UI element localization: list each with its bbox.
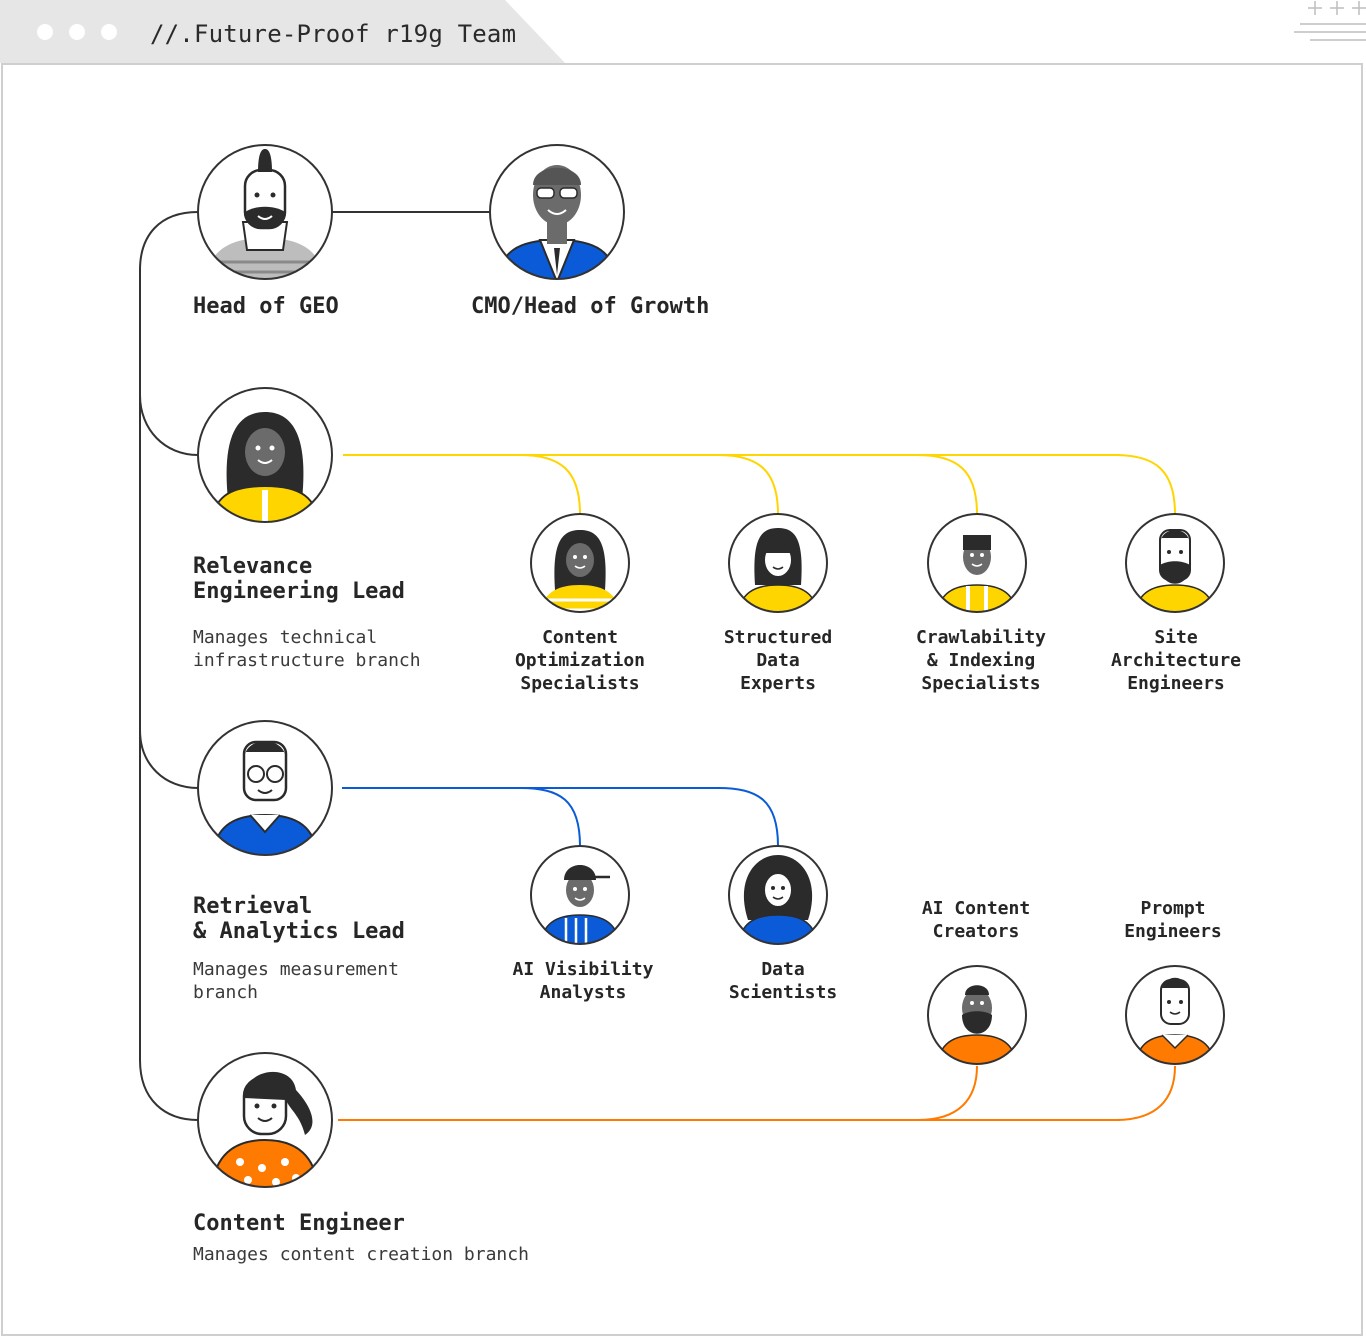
ai-content-creators-avatar[interactable] (927, 965, 1027, 1072)
crawlability-avatar[interactable] (927, 513, 1027, 620)
team-member-label: AI Content Creators (921, 898, 1031, 942)
team-member-label: Crawlability & Indexing Specialists (915, 627, 1047, 694)
retrieval-lead-title: Retrieval & Analytics Lead (193, 894, 405, 944)
relevance-lead-desc: Manages technical infrastructure branch (193, 627, 421, 671)
head-of-geo-avatar[interactable] (197, 144, 333, 290)
content-engineer-desc: Manages content creation branch (193, 1244, 529, 1265)
team-member-label: Prompt Engineers (1124, 898, 1222, 942)
ai-visibility-avatar[interactable] (530, 845, 630, 952)
retrieval-lead-desc: Manages measurement branch (193, 959, 399, 1003)
window-dot-icon[interactable] (37, 24, 53, 40)
retrieval-lead-avatar[interactable] (197, 720, 333, 865)
structured-data-avatar[interactable] (728, 513, 828, 620)
team-member-label: Content Optimization Specialists (514, 627, 646, 694)
team-member-label: Site Architecture Engineers (1110, 627, 1242, 694)
head-of-geo-label: Head of GEO (193, 294, 339, 319)
relevance-lead-avatar[interactable] (197, 387, 333, 535)
hierarchy-lines (139, 211, 490, 1121)
team-member-label: Data Scientists (728, 959, 838, 1003)
data-scientists-avatar[interactable] (728, 845, 828, 952)
window-dot-icon[interactable] (101, 24, 117, 40)
team-member-label: AI Visibility Analysts (512, 959, 654, 1003)
content-frame (1, 63, 1363, 1336)
tab-background[interactable] (0, 0, 565, 63)
window-title: //.Future-Proof r19g Team (150, 20, 517, 48)
window-dot-icon[interactable] (69, 24, 85, 40)
team-member-label: Structured Data Experts (723, 627, 833, 694)
decoration-plus-icon (1294, 1, 1366, 41)
site-architecture-avatar[interactable] (1125, 513, 1225, 620)
relevance-branch-lines (343, 454, 1176, 515)
content-engineer-avatar[interactable] (197, 1052, 333, 1195)
relevance-lead-title: Relevance Engineering Lead (193, 554, 405, 604)
tab-bar (0, 0, 1366, 64)
retrieval-branch-lines (342, 787, 779, 847)
content-engineer-title: Content Engineer (193, 1211, 405, 1236)
content-branch-lines (338, 1065, 1176, 1121)
content-optimization-avatar[interactable] (530, 513, 630, 620)
prompt-engineers-avatar[interactable] (1125, 965, 1225, 1072)
cmo-label: CMO/Head of Growth (471, 294, 710, 319)
cmo-avatar[interactable] (489, 144, 625, 290)
